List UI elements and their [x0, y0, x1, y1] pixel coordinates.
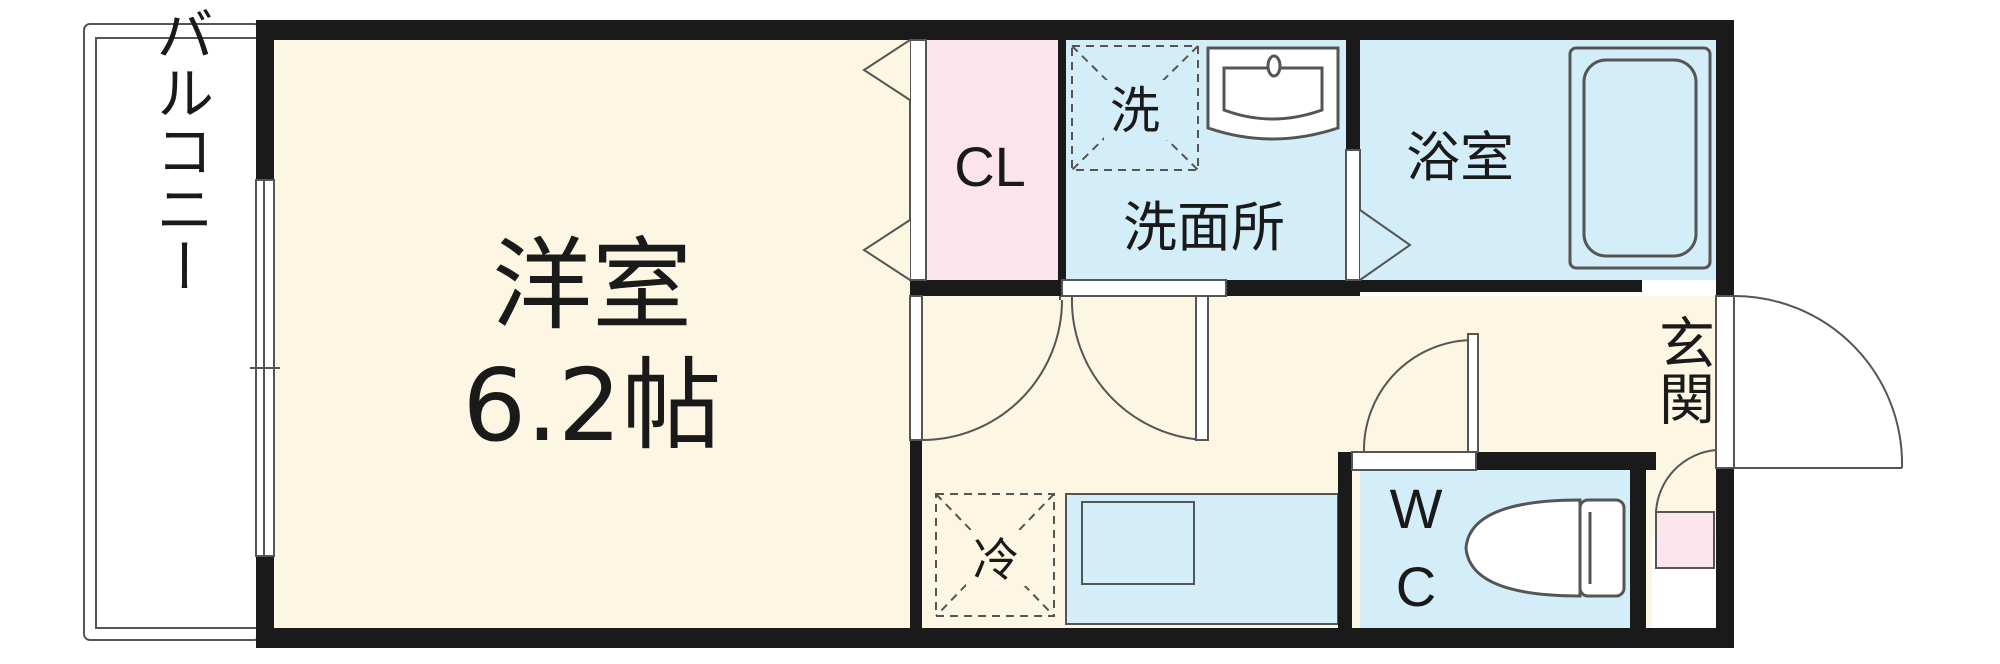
closet-door	[862, 39, 927, 281]
balcony-label: バルコニー	[146, 5, 214, 295]
closet-label: CL	[954, 135, 1026, 198]
entrance-floor	[1640, 296, 1720, 536]
washroom-label: 洗面所	[1123, 196, 1285, 259]
entrance-label: 玄関	[1650, 314, 1715, 426]
bathroom-label: 浴室	[1406, 126, 1514, 189]
western-room-door	[909, 295, 1063, 441]
washer-label: 洗	[1110, 82, 1160, 140]
toilet-icon	[1464, 498, 1626, 598]
wc-label-c: C	[1396, 555, 1436, 618]
washroom-door	[1061, 279, 1227, 441]
shoe-box	[1655, 511, 1715, 569]
washer-label-bg	[1104, 80, 1168, 140]
bathroom-door	[1345, 149, 1412, 281]
closet-floor	[926, 40, 1058, 280]
fridge-label: 冷	[973, 533, 1019, 587]
fridge-label-bg	[966, 530, 1026, 586]
balcony-window	[250, 179, 280, 557]
sink-icon	[1206, 46, 1340, 141]
western-room-size: 6.2帖	[462, 347, 721, 464]
stove-icon	[1081, 501, 1195, 585]
western-room-floor	[272, 40, 912, 628]
western-room-label: 洋室	[492, 227, 692, 344]
wc-label-w: W	[1390, 477, 1443, 540]
wc-door	[1351, 333, 1479, 471]
entrance-door	[1655, 295, 1904, 513]
balcony	[83, 23, 261, 641]
bathtub-icon	[1568, 46, 1712, 270]
